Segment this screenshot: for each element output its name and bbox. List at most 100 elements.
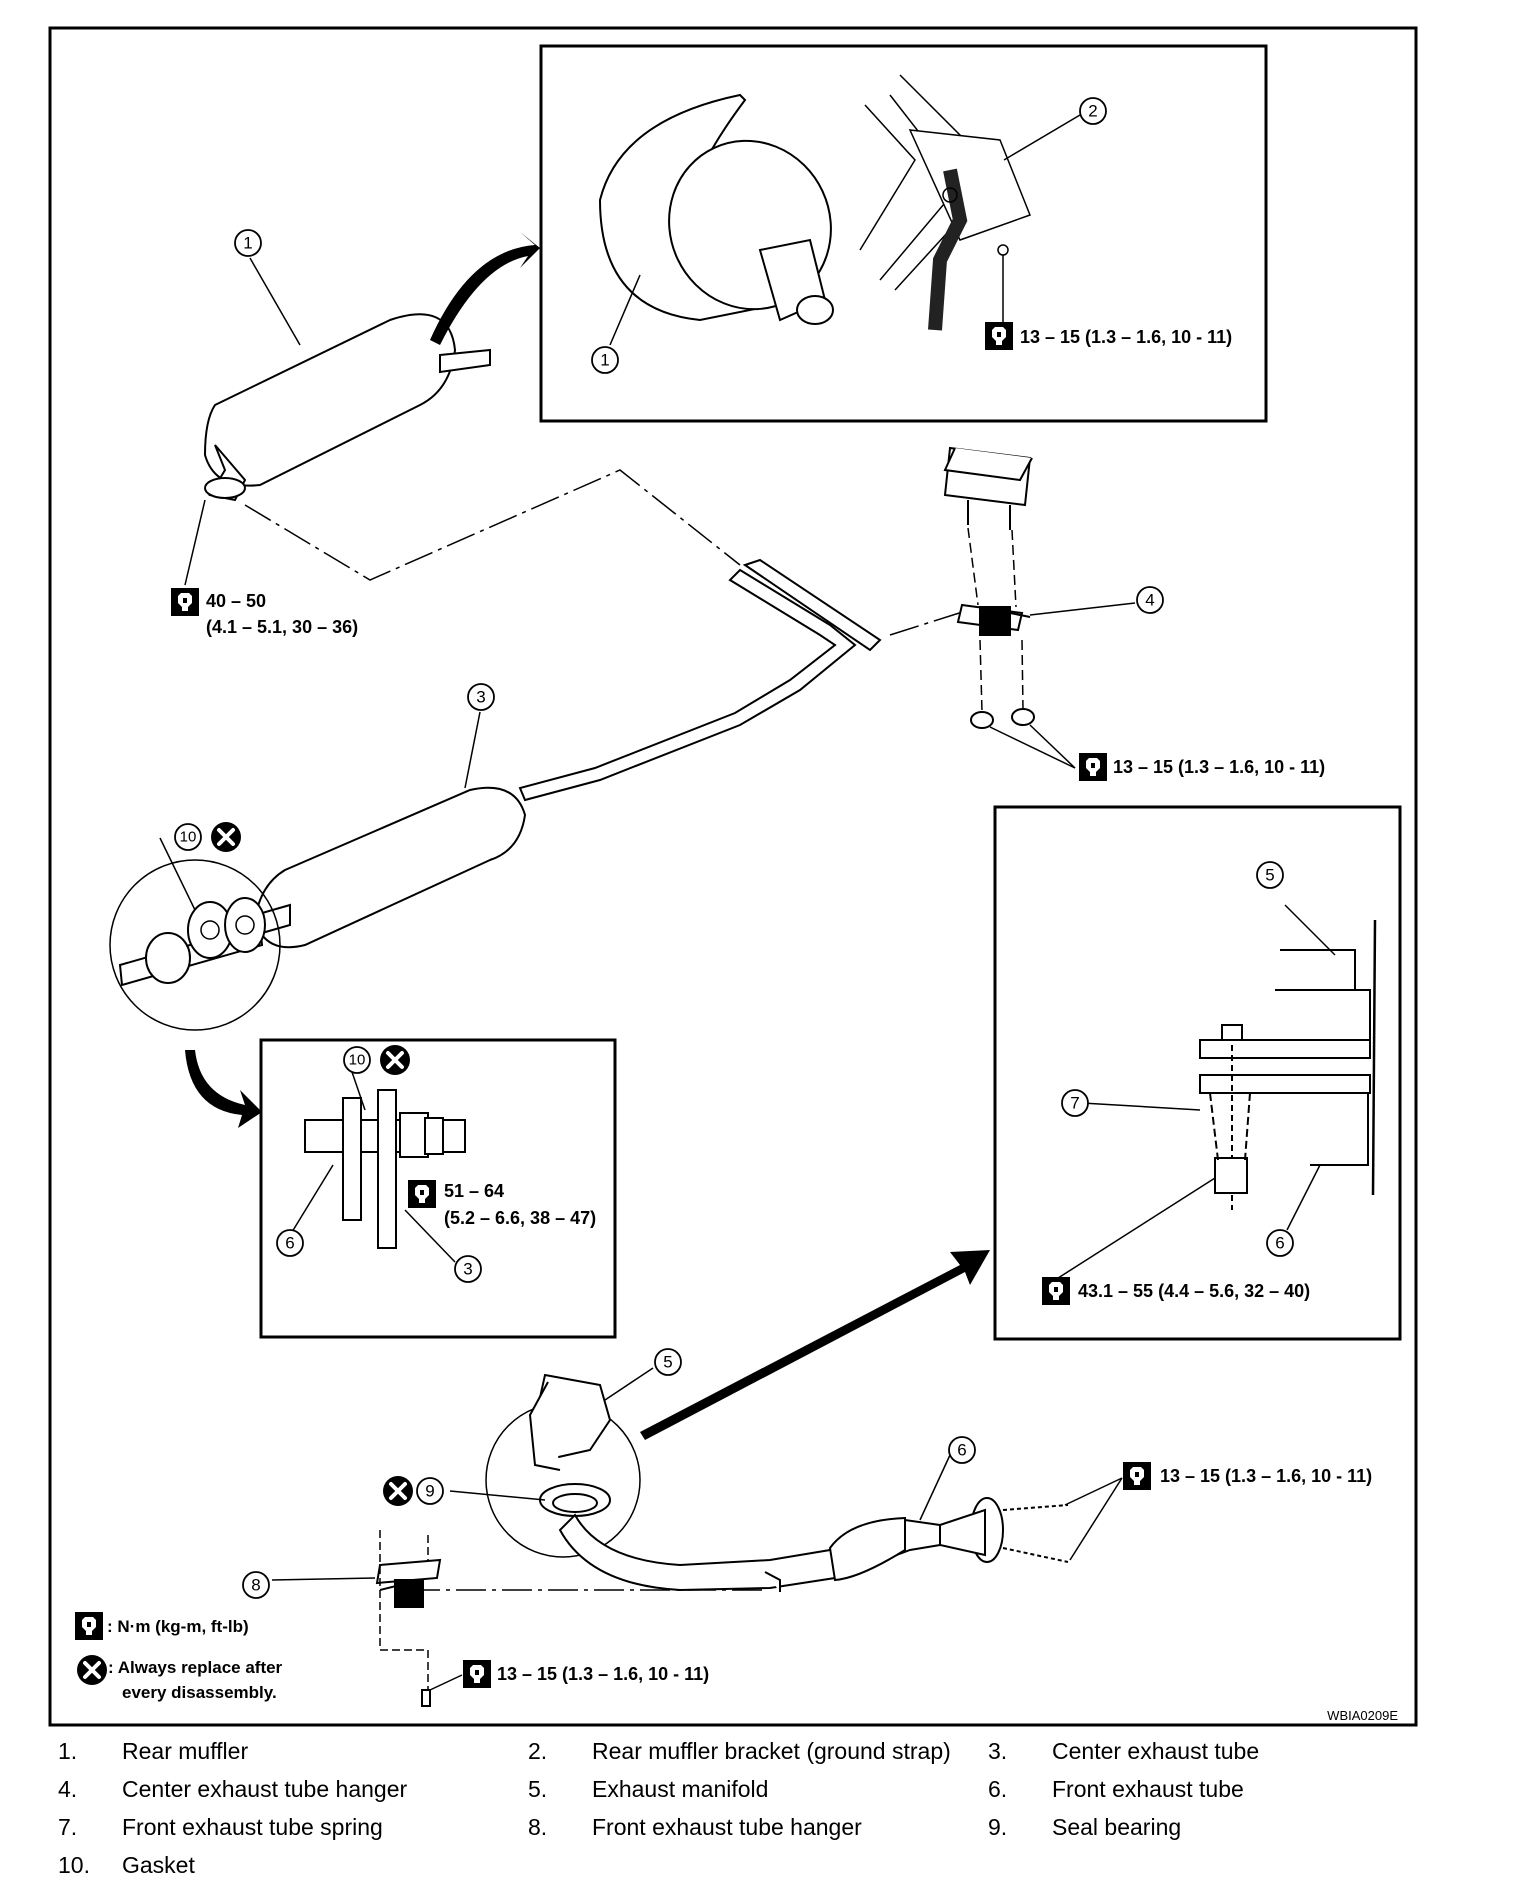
front-hanger xyxy=(375,1558,442,1707)
leader-line xyxy=(291,1164,334,1233)
leader-line xyxy=(1029,724,1076,769)
legend-item: 7. Front exhaust tube spring xyxy=(58,1814,528,1841)
flange-magnifier xyxy=(109,859,281,1031)
exhaust-manifold xyxy=(528,1373,612,1517)
legend-item: 5.Exhaust manifold xyxy=(528,1776,988,1803)
torque-wrench-icon xyxy=(1042,1277,1070,1305)
callout-10-label: 10 xyxy=(349,1052,366,1069)
leader-line xyxy=(429,1674,463,1691)
leader-line xyxy=(1069,1477,1123,1561)
callout-6-label: 6 xyxy=(1275,1234,1284,1253)
spring-detail-inset xyxy=(993,805,1402,1341)
legend-item: 4.Center exhaust tube hanger xyxy=(58,1776,528,1803)
callout-3-label: 3 xyxy=(476,688,485,707)
leader-line xyxy=(351,1071,366,1111)
replace-x-icon xyxy=(209,820,243,854)
flange-detail-inset xyxy=(259,1038,617,1339)
leader-line xyxy=(1003,114,1081,161)
callout-6-inset xyxy=(276,1229,304,1257)
callout-5-label: 5 xyxy=(663,1353,672,1372)
callout-3-inset xyxy=(454,1255,482,1283)
key-replace-line1: : Always replace after xyxy=(108,1658,283,1677)
replace-x-icon xyxy=(75,1653,109,1687)
legend-num: 10. xyxy=(58,1851,90,1878)
callout-7 xyxy=(1061,1089,1089,1117)
callout-6-label: 6 xyxy=(957,1441,966,1460)
leader-line xyxy=(1029,602,1136,616)
diagram-frame xyxy=(48,26,1418,1727)
torque-spring: 43.1 – 55 (4.4 – 5.6, 32 – 40) xyxy=(1078,1281,1310,1301)
callout-1-top xyxy=(234,229,262,257)
callout-1-inset xyxy=(591,346,619,374)
leader-line xyxy=(249,257,301,346)
legend-item: 8.Front exhaust tube hanger xyxy=(528,1814,988,1841)
torque-bracket: 13 – 15 (1.3 – 1.6, 10 - 11) xyxy=(1020,327,1232,347)
callout-8-label: 8 xyxy=(251,1576,260,1595)
torque-hanger8: 13 – 15 (1.3 – 1.6, 10 - 11) xyxy=(497,1664,709,1684)
front-flange-bolts xyxy=(1002,1504,1069,1563)
center-hanger-dash xyxy=(967,527,1024,713)
legend-num: 5. xyxy=(528,1775,548,1802)
legend-row: 10. Gasket xyxy=(58,1846,1498,1884)
leader-line xyxy=(1054,1177,1216,1281)
leader-line xyxy=(271,1577,376,1581)
callout-5 xyxy=(654,1348,682,1376)
callout-arrow xyxy=(185,1050,262,1128)
torque-wrench-icon xyxy=(463,1660,491,1688)
callout-4-label: 4 xyxy=(1145,591,1154,610)
legend-item: 2.Rear muffler bracket (ground strap) xyxy=(528,1738,988,1765)
callout-7-label: 7 xyxy=(1070,1094,1079,1113)
torque-wrench-icon xyxy=(1079,753,1107,781)
legend-num: 6. xyxy=(988,1775,1008,1802)
legend-row: 1. Rear muffler 2.Rear muffler bracket (g… xyxy=(58,1732,1498,1770)
legend-num: 7. xyxy=(58,1813,78,1840)
leader-line xyxy=(184,499,206,586)
legend-num: 1. xyxy=(58,1737,78,1764)
parts-legend: 1. Rear muffler 2.Rear muffler bracket (g… xyxy=(58,1732,1498,1884)
callout-10-top xyxy=(174,823,202,851)
legend-label: Rear muffler xyxy=(122,1737,249,1764)
callout-10-inset xyxy=(343,1046,371,1074)
key-torque-units: : N·m (kg-m, ft-lb) xyxy=(107,1617,249,1636)
legend-num: 9. xyxy=(988,1813,1008,1840)
leader-line xyxy=(604,1367,654,1401)
legend-label: Seal bearing xyxy=(1052,1813,1182,1840)
torque-muffler-line1: 40 – 50 xyxy=(206,591,266,611)
leader-line xyxy=(1064,1477,1123,1506)
leader-line xyxy=(159,837,196,911)
rear-muffler xyxy=(203,313,491,502)
torque-wrench-icon xyxy=(75,1612,103,1640)
torque-wrench-icon xyxy=(985,322,1013,350)
callout-arrow xyxy=(640,1250,990,1440)
legend-label: Front exhaust tube spring xyxy=(122,1813,383,1840)
torque-flange-line1: 51 – 64 xyxy=(444,1181,504,1201)
legend-num: 3. xyxy=(988,1737,1008,1764)
bracket-sketch xyxy=(859,74,1031,331)
callout-9-label: 9 xyxy=(425,1482,434,1501)
leader-line xyxy=(1286,1164,1321,1231)
legend-num: 2. xyxy=(528,1737,548,1764)
center-hanger xyxy=(943,446,1035,729)
legend-label: Gasket xyxy=(122,1851,195,1878)
figure-code: WBIA0209E xyxy=(1327,1708,1398,1723)
callout-6-detail xyxy=(1266,1229,1294,1257)
callout-4 xyxy=(1136,586,1164,614)
legend-row: 4.Center exhaust tube hanger 5.Exhaust m… xyxy=(58,1770,1498,1808)
leader-line xyxy=(919,1454,951,1521)
legend-row: 7. Front exhaust tube spring 8.Front exha… xyxy=(58,1808,1498,1846)
callout-6 xyxy=(948,1436,976,1464)
leader-line xyxy=(1081,1102,1201,1111)
torque-wrench-icon xyxy=(1123,1462,1151,1490)
legend-item: 10. Gasket xyxy=(58,1852,528,1879)
legend-label: Front exhaust tube hanger xyxy=(592,1813,862,1840)
muffler-end-view xyxy=(598,93,834,325)
torque-hanger4: 13 – 15 (1.3 – 1.6, 10 - 11) xyxy=(1113,757,1325,777)
torque-flange-line2: (5.2 – 6.6, 38 – 47) xyxy=(444,1208,596,1228)
leader-line xyxy=(464,711,481,789)
callout-arrow xyxy=(430,232,540,345)
callout-9 xyxy=(416,1477,444,1505)
legend-item: 3.Center exhaust tube xyxy=(988,1738,1458,1765)
spring-section xyxy=(1199,919,1377,1210)
callout-2 xyxy=(1079,97,1107,125)
torque-muffler-line2: (4.1 – 5.1, 30 – 36) xyxy=(206,617,358,637)
